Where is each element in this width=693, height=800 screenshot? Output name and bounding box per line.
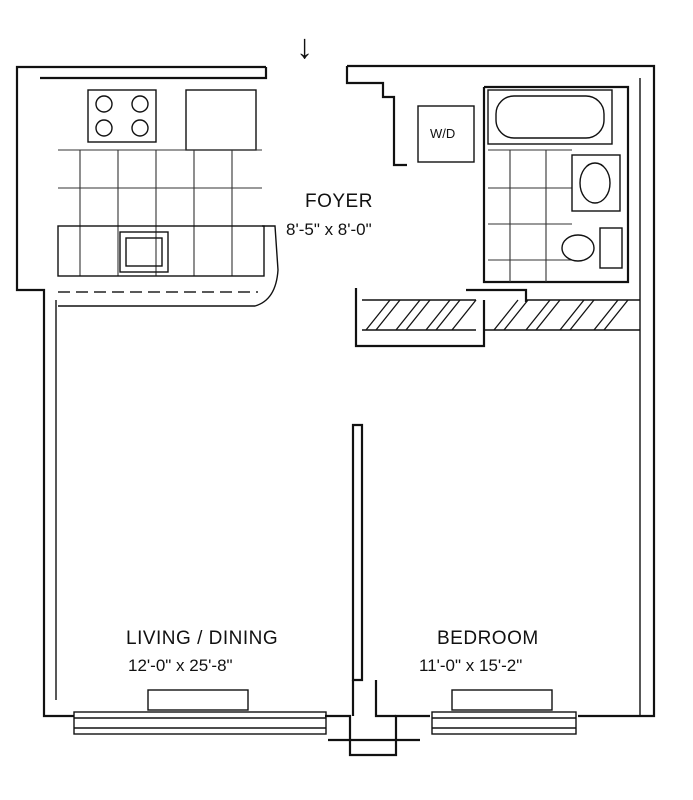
kitchen-counter — [57, 225, 265, 277]
closets — [354, 288, 640, 348]
burner-icon — [95, 95, 113, 113]
burner-icon — [131, 95, 149, 113]
bathroom-sink — [571, 154, 621, 212]
bathroom — [482, 85, 630, 284]
burner-icon — [131, 119, 149, 137]
bedroom-name: BEDROOM — [437, 628, 539, 649]
living-dining-name: LIVING / DINING — [126, 628, 278, 649]
radiator — [147, 689, 249, 711]
entry-arrow: ↓ — [296, 28, 313, 66]
washer-dryer-label: W/D — [430, 126, 455, 141]
partition-wall — [351, 423, 364, 682]
burner-icon — [95, 119, 113, 137]
cooktop — [87, 89, 157, 143]
window-bedroom — [431, 689, 577, 735]
refrigerator — [185, 89, 257, 151]
bathtub — [487, 89, 613, 145]
living-dining-dimensions: 12'-0" x 25'-8" — [128, 656, 233, 675]
toilet — [599, 227, 623, 269]
foyer-name: FOYER — [305, 191, 373, 212]
foyer-dimensions: 8'-5" x 8'-0" — [286, 220, 372, 239]
outer-walls — [15, 64, 656, 757]
kitchen-sink — [119, 231, 169, 273]
washer-dryer-closet: W/D — [417, 105, 475, 163]
window-living — [73, 689, 327, 735]
bedroom-dimensions: 11'-0" x 15'-2" — [419, 656, 522, 675]
radiator — [451, 689, 553, 711]
kitchen — [57, 89, 279, 307]
